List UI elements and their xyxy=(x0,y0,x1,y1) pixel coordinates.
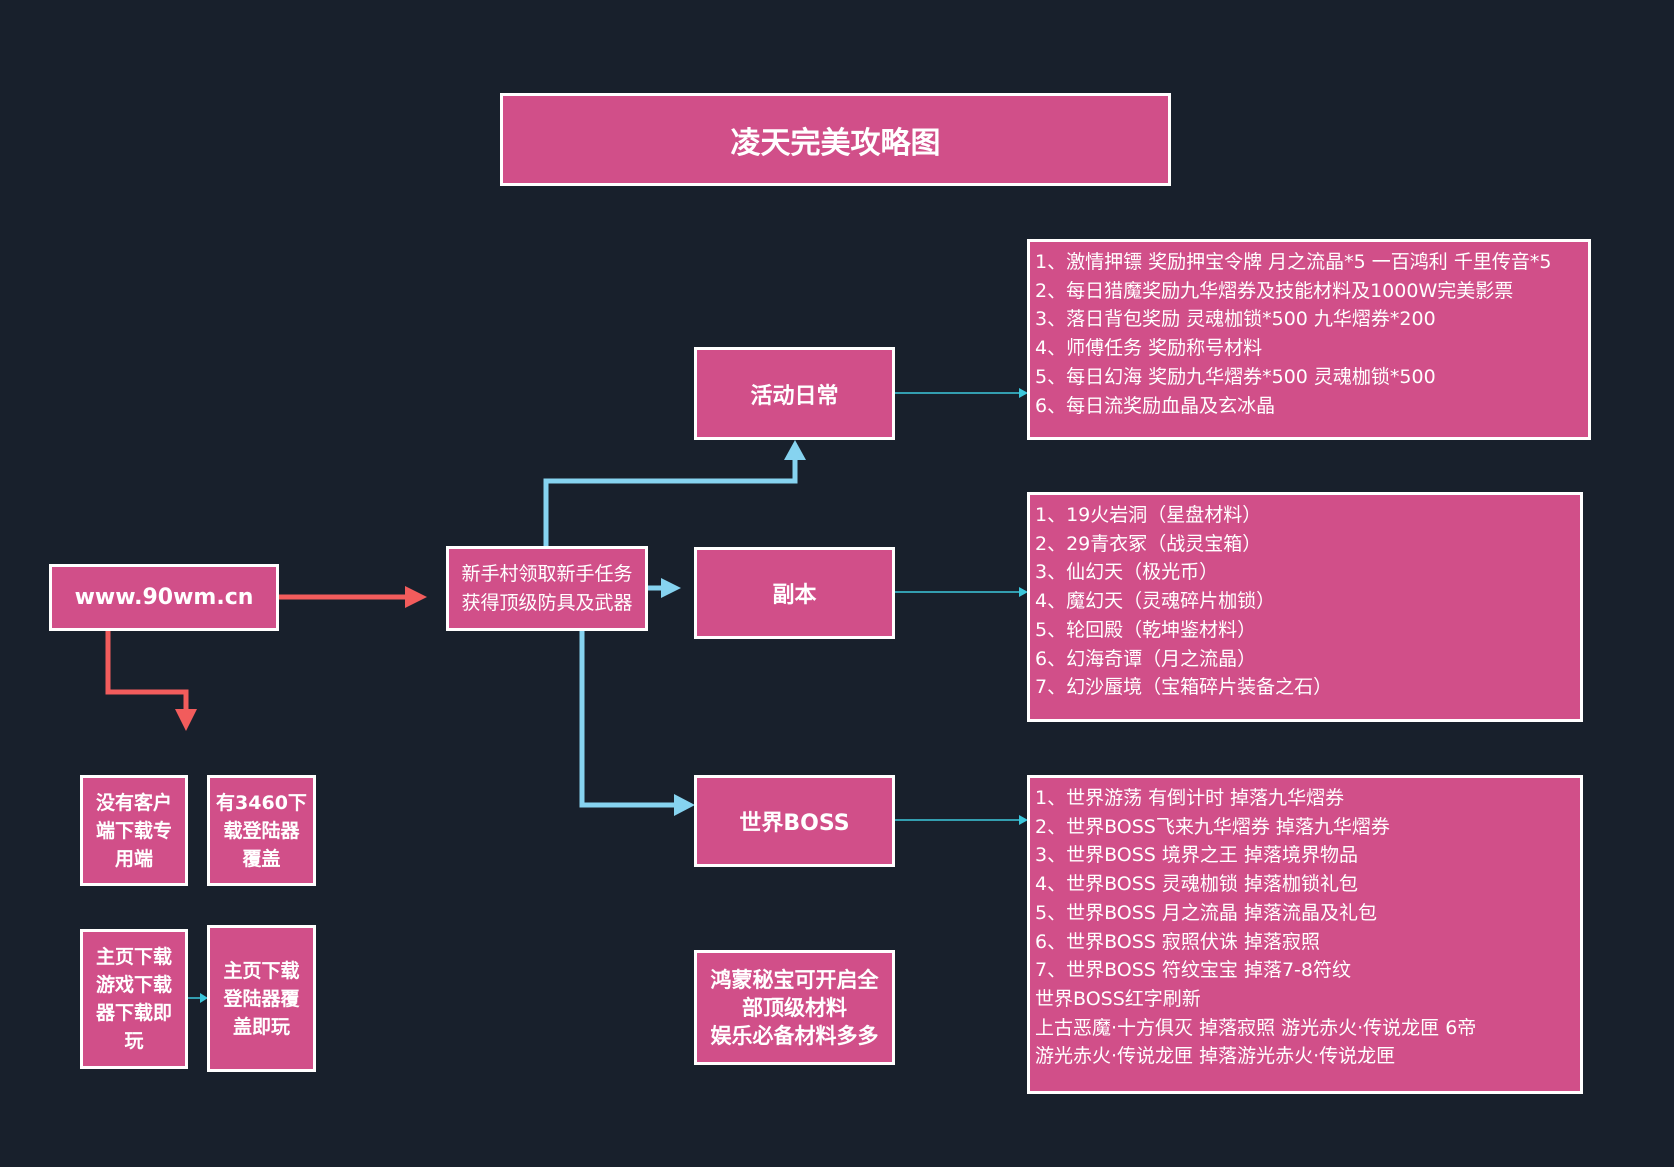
has-3460-node[interactable]: 有3460下 载登陆器 覆盖 xyxy=(207,775,316,886)
arrowhead-newbie-to-dungeon xyxy=(661,578,681,598)
arrowhead-url-to-newbie xyxy=(405,586,427,608)
activity-list[interactable]: 1、激情押镖 奖励押宝令牌 月之流晶*5 一百鸿利 千里传音*5 2、每日猎魔奖… xyxy=(1027,239,1591,440)
list-item: 2、每日猎魔奖励九华熠券及技能材料及1000W完美影票 xyxy=(1035,279,1514,302)
newbie-node[interactable]: 新手村领取新手任务 获得顶级防具及武器 xyxy=(446,546,648,631)
arrowhead-newbie-to-activity xyxy=(784,440,806,460)
list-item: 5、世界BOSS 月之流晶 掉落流晶及礼包 xyxy=(1035,901,1377,924)
homepage-game-line-2: 游戏下载 xyxy=(95,974,172,996)
homepage-launcher-line-2: 登陆器覆 xyxy=(223,987,300,1010)
newbie-line-1: 新手村领取新手任务 xyxy=(461,562,633,585)
world-boss-list[interactable]: 1、世界游荡 有倒计时 掉落九华熠券 2、世界BOSS飞来九华熠券 掉落九华熠券… xyxy=(1027,775,1583,1094)
homepage-game-line-4: 玩 xyxy=(124,1030,144,1052)
hongmeng-line-3: 娱乐必备材料多多 xyxy=(710,1023,879,1048)
title-node[interactable]: 凌天完美攻略图 xyxy=(500,93,1171,186)
list-item: 世界BOSS红字刷新 xyxy=(1035,987,1201,1010)
list-item: 5、每日幻海 奖励九华熠券*500 灵魂枷锁*500 xyxy=(1035,365,1436,388)
homepage-launcher-line-3: 盖即玩 xyxy=(232,1015,290,1038)
hongmeng-line-2: 部顶级材料 xyxy=(742,995,847,1020)
list-item: 6、每日流奖励血晶及玄冰晶 xyxy=(1035,394,1276,417)
dungeon-list[interactable]: 1、19火岩洞（星盘材料） 2、29青衣冢（战灵宝箱） 3、仙幻天（极光币） 4… xyxy=(1027,492,1583,722)
list-item: 1、激情押镖 奖励押宝令牌 月之流晶*5 一百鸿利 千里传音*5 xyxy=(1035,251,1552,273)
list-item: 3、世界BOSS 境界之王 掉落境界物品 xyxy=(1035,844,1358,867)
homepage-game-line-1: 主页下载 xyxy=(95,946,172,968)
no-client-node[interactable]: 没有客户 端下载专 用端 xyxy=(80,775,188,886)
homepage-game-node[interactable]: 主页下载 游戏下载 器下载即 玩 xyxy=(80,929,188,1069)
hongmeng-node[interactable]: 鸿蒙秘宝可开启全 部顶级材料 娱乐必备材料多多 xyxy=(694,950,895,1065)
connector-newbie-to-boss xyxy=(579,630,675,808)
list-item: 7、世界BOSS 符纹宝宝 掉落7-8符纹 xyxy=(1035,959,1351,982)
no-client-line-2: 端下载专 xyxy=(95,819,172,842)
homepage-launcher-line-1: 主页下载 xyxy=(223,959,300,982)
has-3460-line-1: 有3460下 xyxy=(216,791,307,814)
list-item: 游光赤火·传说龙匣 掉落游光赤火·传说龙匣 xyxy=(1035,1045,1396,1068)
list-item: 1、世界游荡 有倒计时 掉落九华熠券 xyxy=(1035,787,1345,809)
list-item: 4、魔幻天（灵魂碎片枷锁） xyxy=(1035,590,1276,613)
arrowhead-dungeon-to-list xyxy=(1019,587,1028,597)
no-client-line-1: 没有客户 xyxy=(95,791,172,814)
list-item: 3、仙幻天（极光币） xyxy=(1035,561,1219,584)
title-text: 凌天完美攻略图 xyxy=(730,125,941,161)
dungeon-node[interactable]: 副本 xyxy=(694,547,895,639)
has-3460-line-2: 载登陆器 xyxy=(223,819,300,842)
url-text: www.90wm.cn xyxy=(74,585,254,610)
list-item: 6、幻海奇谭（月之流晶） xyxy=(1035,647,1257,670)
list-item: 2、世界BOSS飞来九华熠券 掉落九华熠券 xyxy=(1035,815,1390,838)
list-item: 上古恶魔·十方俱灭 掉落寂照 游光赤火·传说龙匣 6帝 xyxy=(1035,1016,1477,1039)
arrowhead-boss-to-list xyxy=(1019,815,1028,825)
hongmeng-line-1: 鸿蒙秘宝可开启全 xyxy=(710,967,879,992)
connector-newbie-to-activity xyxy=(543,458,798,546)
no-client-line-3: 用端 xyxy=(114,847,153,870)
homepage-game-line-3: 器下载即 xyxy=(95,1002,172,1024)
url-node[interactable]: www.90wm.cn xyxy=(49,564,279,631)
arrowhead-activity-to-list xyxy=(1019,388,1028,398)
list-item: 7、幻沙蜃境（宝箱碎片装备之石） xyxy=(1035,676,1333,699)
activity-node[interactable]: 活动日常 xyxy=(694,347,895,440)
world-boss-node[interactable]: 世界BOSS xyxy=(694,775,895,867)
list-item: 5、轮回殿（乾坤鉴材料） xyxy=(1035,618,1257,641)
connector-url-to-downloads xyxy=(105,630,189,710)
activity-label: 活动日常 xyxy=(750,383,839,409)
arrowhead-download-boxes xyxy=(200,993,208,1003)
list-item: 4、师傅任务 奖励称号材料 xyxy=(1035,337,1263,360)
arrowhead-newbie-to-boss xyxy=(674,794,695,816)
list-item: 2、29青衣冢（战灵宝箱） xyxy=(1035,532,1262,555)
list-item: 1、19火岩洞（星盘材料） xyxy=(1035,504,1262,526)
homepage-launcher-node[interactable]: 主页下载 登陆器覆 盖即玩 xyxy=(207,925,316,1072)
has-3460-line-3: 覆盖 xyxy=(242,847,281,870)
newbie-line-2: 获得顶级防具及武器 xyxy=(461,591,633,614)
world-boss-label: 世界BOSS xyxy=(739,811,850,836)
dungeon-label: 副本 xyxy=(772,583,817,608)
list-item: 4、世界BOSS 灵魂枷锁 掉落枷锁礼包 xyxy=(1035,873,1358,896)
list-item: 3、落日背包奖励 灵魂枷锁*500 九华熠券*200 xyxy=(1035,308,1436,331)
list-item: 6、世界BOSS 寂照伏诛 掉落寂照 xyxy=(1035,930,1320,953)
arrowhead-url-to-downloads xyxy=(175,709,197,731)
